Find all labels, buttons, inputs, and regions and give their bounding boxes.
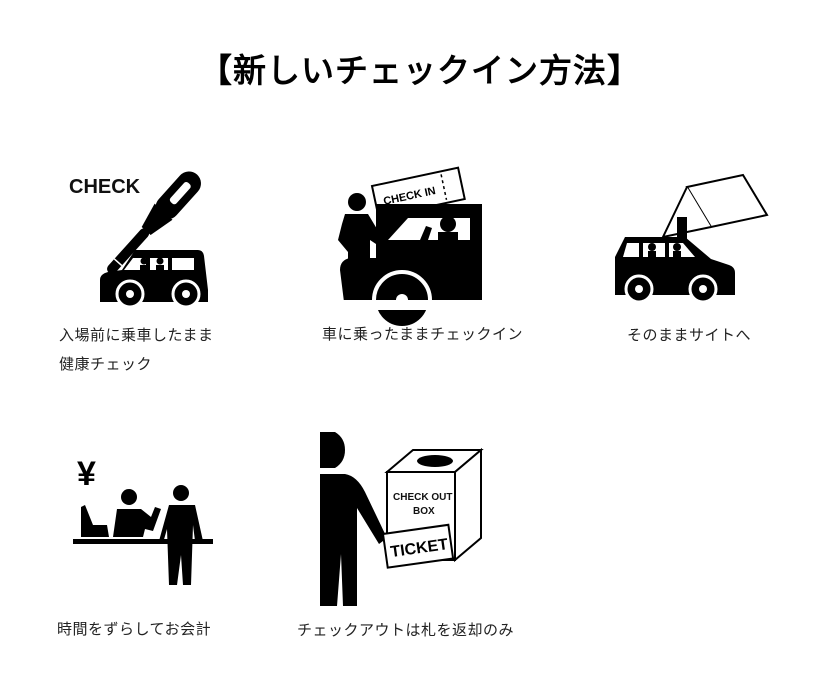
- caption-line: そのままサイトへ: [627, 326, 752, 344]
- car-tent-icon: [615, 173, 769, 304]
- step-caption: 入場前に乗車したまま 健康チェック: [59, 321, 214, 379]
- box-label: BOX: [413, 506, 435, 517]
- check-out-label: CHECK OUT: [393, 492, 452, 503]
- step-caption: 時間をずらしてお会計: [57, 615, 211, 644]
- checkout-box-icon: CHECK OUT BOX TICKET: [320, 432, 484, 606]
- step-caption: 車に乗ったままチェックイン: [322, 320, 523, 349]
- cashier-counter-icon: ¥: [73, 455, 213, 585]
- step-check-out: CHECK OUT BOX TICKET チェックアウトは札を返却のみ: [295, 430, 555, 650]
- page-title: 【新しいチェックイン方法】: [199, 51, 641, 90]
- caption-line: チェックアウトは札を返却のみ: [297, 621, 515, 639]
- caption-line: 入場前に乗車したまま: [59, 326, 214, 344]
- caption-line: 健康チェック: [59, 355, 153, 373]
- caption-line: 時間をずらしてお会計: [57, 620, 212, 638]
- check-label: CHECK: [69, 176, 141, 198]
- step-caption: そのままサイトへ: [627, 321, 751, 350]
- caption-line: 車に乗ったままチェックイン: [322, 325, 524, 343]
- thermometer-car-icon: CHECK: [69, 171, 208, 309]
- yen-label: ¥: [77, 455, 96, 493]
- step-payment: ¥ 時間をずらしてお会計: [55, 445, 255, 655]
- step-health-check: CHECK 入場前に乗車したまま 健康チェック: [55, 165, 255, 385]
- car-checkin-ticket-icon: CHECK IN: [338, 166, 490, 330]
- step-to-site: そのままサイトへ: [605, 165, 805, 365]
- step-caption: チェックアウトは札を返却のみ: [297, 616, 514, 645]
- step-check-in: CHECK IN 車に乗ったままチェックイン: [300, 160, 560, 360]
